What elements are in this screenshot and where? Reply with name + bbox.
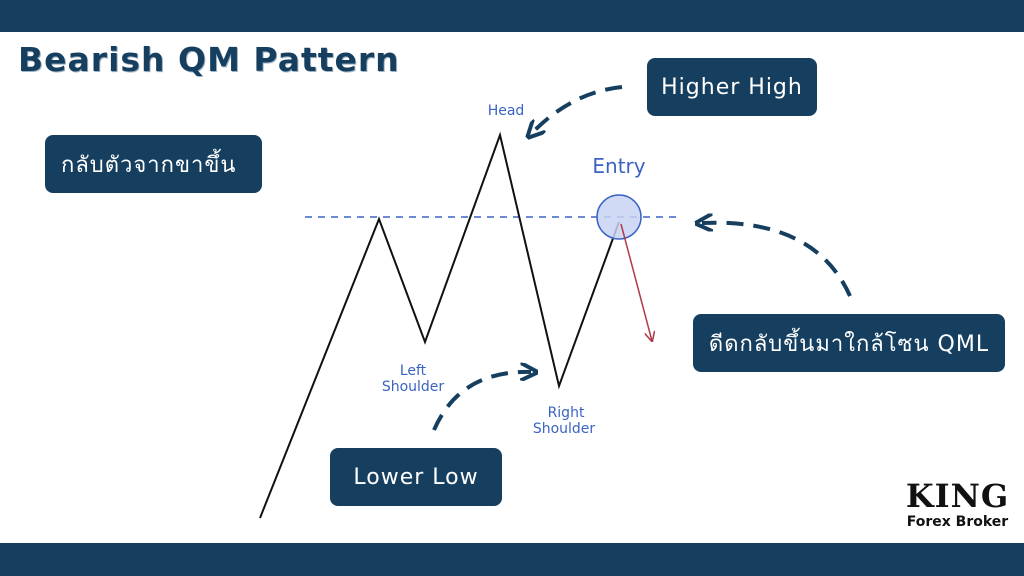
entry-label: Entry [592,154,645,178]
left-shoulder-label-line2: Shoulder [382,379,445,395]
left-shoulder-label-line1: Left [400,363,427,379]
lower-low-box: Lower Low [330,448,502,506]
right-shoulder-label-line1: Right [548,405,585,421]
entry-circle [596,194,642,240]
bounce-to-qml-zone-box: ดีดกลับขึ้นมาใกล้โซน QML [693,314,1005,372]
king-forex-broker-logo: KING Forex Broker [900,480,1015,530]
right-shoulder-label-line2: Shoulder [533,421,596,437]
price-path [259,131,620,519]
qml-bounce-arrow [702,223,852,297]
down-arrow [620,223,652,341]
page-title: Bearish QM Pattern [18,40,400,79]
lower-low-arrow [432,372,531,431]
logo-sub-text: Forex Broker [906,514,1009,530]
top-band [0,0,1024,32]
reverse-from-uptrend-box: กลับตัวจากขาขึ้น [45,135,262,193]
higher-high-box: Higher High [647,58,817,116]
higher-high-arrow [532,85,623,133]
head-label: Head [488,103,525,119]
logo-main-text: KING [905,477,1010,515]
bottom-band [0,543,1024,576]
